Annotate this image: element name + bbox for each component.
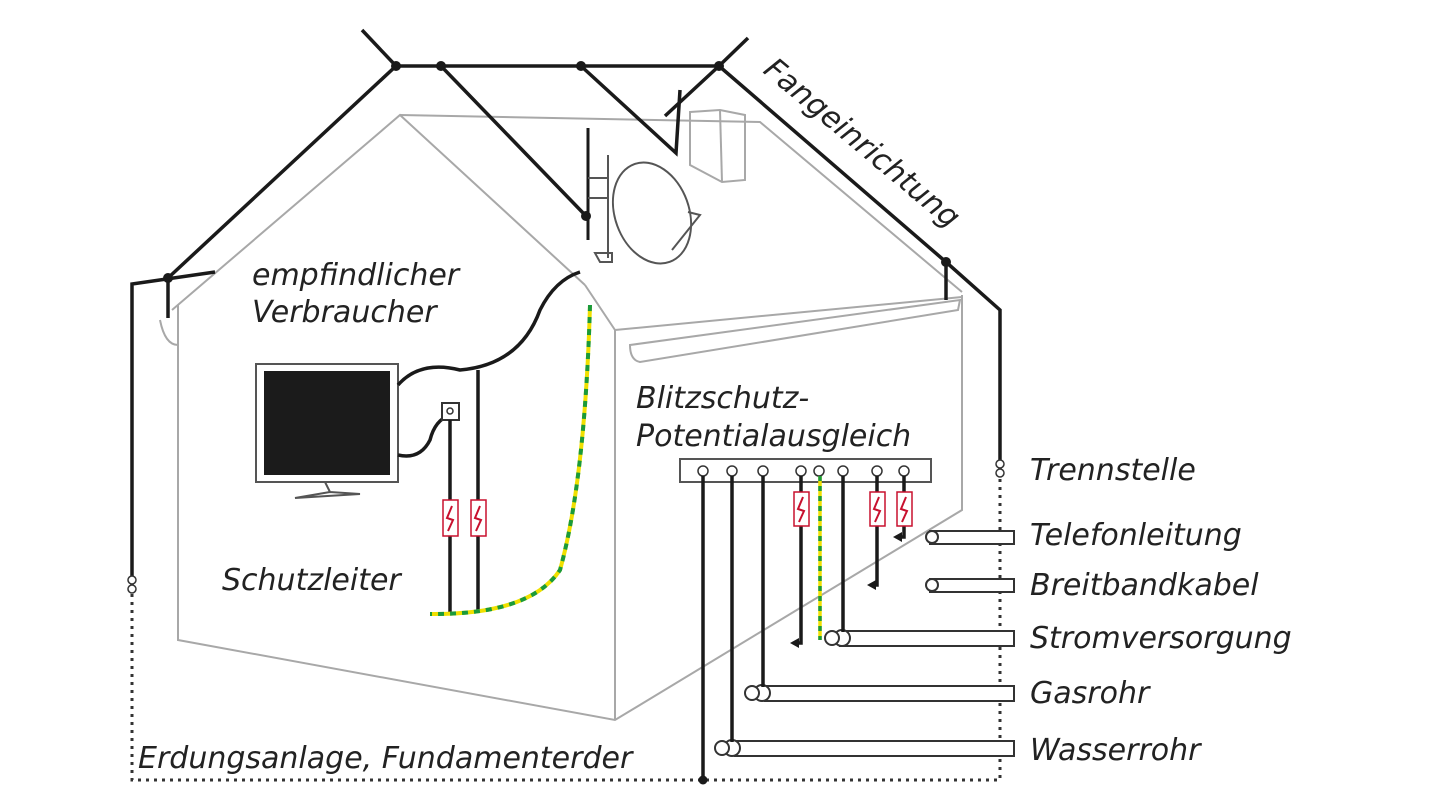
label-blitzschutz-2: Potentialausgleich [636,419,911,454]
tv-device [255,363,399,499]
gutter-left [159,319,179,346]
label-erdung: Erdungsanlage, Fundamenterder [138,741,634,776]
gutter-right [628,298,962,364]
label-stromversorgung: Stromversorgung [1030,621,1292,656]
label-verbraucher-2: Verbraucher [252,295,438,330]
label-telefonleitung: Telefonleitung [1030,518,1242,553]
bonding-conductors [698,476,906,785]
label-schutzleiter: Schutzleiter [222,563,402,598]
label-blitzschutz-1: Blitzschutz- [636,381,809,416]
test-joints [127,459,1005,594]
wall-socket [441,402,460,421]
equipotential-bar [679,458,932,483]
surge-protectors-bar [793,491,913,527]
label-wasserrohr: Wasserrohr [1030,733,1202,768]
label-breitbandkabel: Breitbandkabel [1030,568,1259,603]
satellite-dish [586,128,702,265]
label-trennstelle: Trennstelle [1030,453,1196,488]
label-gasrohr: Gasrohr [1030,676,1151,711]
air-termination-conductor [130,28,1002,576]
label-verbraucher-1: empfindlicher [252,258,461,293]
pipes [714,530,1015,757]
house [159,108,963,722]
surge-protectors-indoor [442,499,487,537]
